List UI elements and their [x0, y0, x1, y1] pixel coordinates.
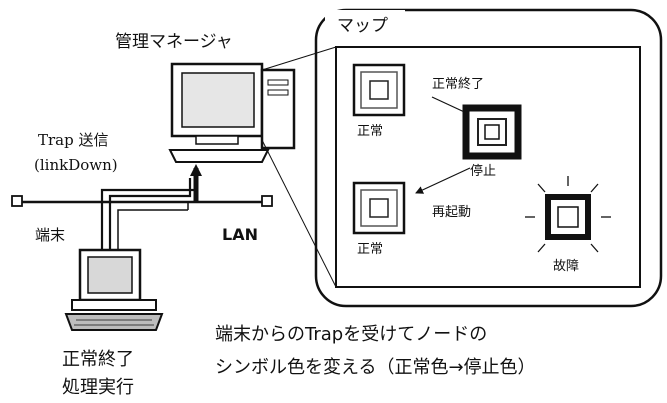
- manager-title: 管理マネージャ: [115, 32, 233, 52]
- lan-label: LAN: [222, 225, 258, 244]
- normal-top-label: 正常: [357, 124, 383, 139]
- node-normal-top: [352, 63, 406, 117]
- node-fault: [545, 194, 591, 240]
- trap-line2: (linkDown): [34, 156, 118, 174]
- caption-line1: 端末からのTrapを受けてノードの: [215, 324, 487, 345]
- manager-pc: [168, 62, 296, 163]
- caption-line2: シンボル色を変える（正常色→停止色）: [215, 357, 536, 378]
- fault-label: 故障: [553, 259, 579, 274]
- map-panel: [314, 8, 663, 308]
- terminal-action-line1: 正常終了: [62, 349, 134, 370]
- map-inner-frame: [335, 46, 641, 288]
- restart-label: 再起動: [432, 205, 471, 220]
- normal-shutdown-label: 正常終了: [432, 76, 484, 92]
- lan-line: [11, 195, 273, 207]
- terminal-pc: [64, 248, 164, 331]
- normal-bottom-label: 正常: [357, 242, 383, 257]
- node-stopped: [462, 104, 522, 160]
- fault-burst-lines: [525, 176, 611, 253]
- trap-line1: Trap 送信: [38, 131, 109, 149]
- stopped-label: 停止: [470, 163, 496, 179]
- map-connector-top: [261, 46, 337, 71]
- node-normal-bottom: [352, 181, 406, 235]
- terminal-action-line2: 処理実行: [62, 377, 134, 398]
- map-title: マップ: [337, 16, 388, 36]
- arrow-stopped-to-normal: [415, 167, 471, 194]
- trap-path: [100, 164, 202, 262]
- map-connector-bottom: [261, 139, 337, 288]
- terminal-label: 端末: [35, 226, 65, 244]
